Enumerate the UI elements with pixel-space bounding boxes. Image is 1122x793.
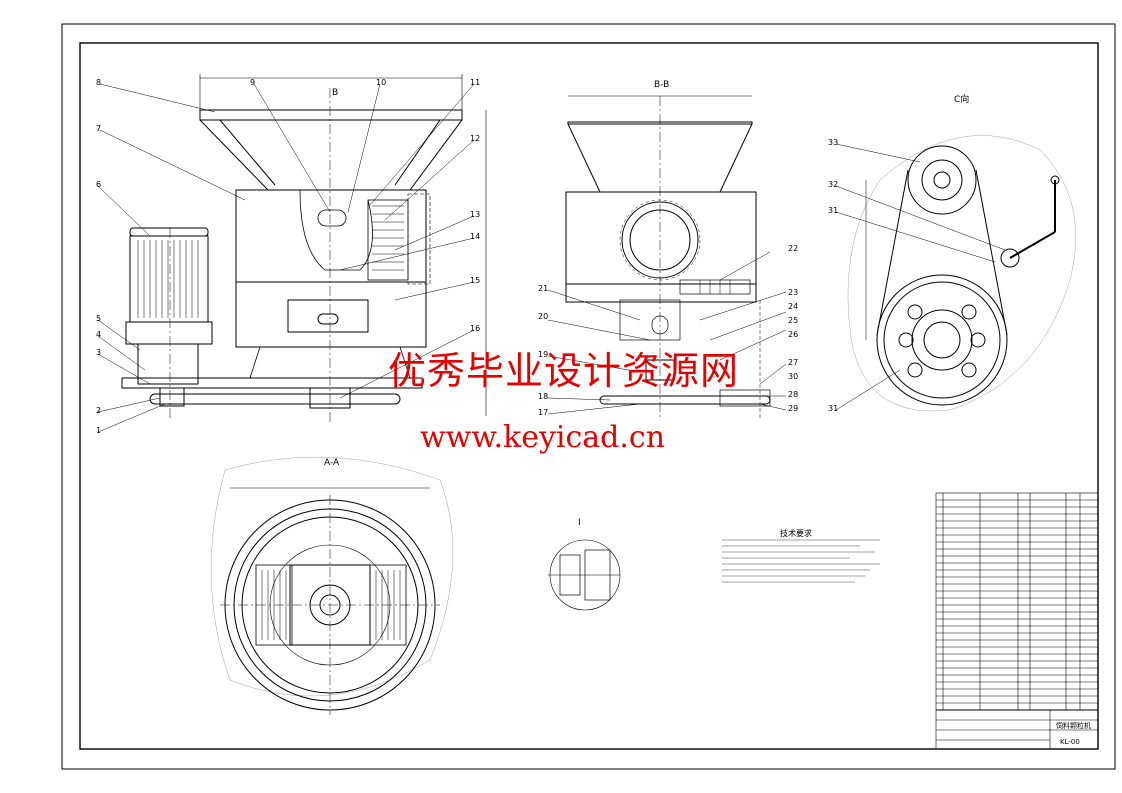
part-label-31b: 31 — [828, 404, 839, 413]
section-label-i: I — [578, 518, 581, 528]
part-label-7: 7 — [96, 124, 102, 133]
part-label-6: 6 — [96, 180, 102, 189]
part-label-3: 3 — [96, 348, 102, 357]
inner-border — [79, 42, 1099, 750]
part-label-32: 32 — [828, 180, 839, 189]
part-label-20: 20 — [538, 312, 549, 321]
part-label-26: 26 — [788, 330, 799, 339]
part-label-9: 9 — [250, 78, 256, 87]
part-label-11: 11 — [470, 78, 481, 87]
part-label-33: 33 — [828, 138, 839, 147]
part-label-21: 21 — [538, 284, 549, 293]
part-label-31a: 31 — [828, 206, 839, 215]
tech-requirements-lines — [722, 539, 880, 583]
part-label-8: 8 — [96, 78, 102, 87]
section-label-aa: A-A — [324, 458, 340, 468]
part-label-24: 24 — [788, 302, 799, 311]
part-label-4: 4 — [96, 330, 102, 339]
part-label-12: 12 — [470, 134, 481, 143]
part-label-19: 19 — [538, 350, 549, 359]
section-label-c: C向 — [954, 95, 970, 105]
part-label-15: 15 — [470, 276, 481, 285]
section-bb — [547, 95, 787, 420]
part-label-25: 25 — [788, 316, 799, 325]
detail-i — [548, 539, 621, 611]
part-label-2: 2 — [96, 406, 102, 415]
main-view — [97, 74, 487, 433]
outer-border — [61, 23, 1116, 770]
tech-requirements-title: 技术要求 — [780, 529, 812, 538]
part-label-13: 13 — [470, 210, 481, 219]
section-label-bb: B-B — [654, 80, 670, 90]
watermark-text: 优秀毕业设计资源网 — [388, 349, 740, 393]
watermark-url: www.keyicad.cn — [420, 420, 666, 455]
title-block-number: KL-00 — [1060, 738, 1080, 746]
part-label-27: 27 — [788, 358, 799, 367]
part-label-14: 14 — [470, 232, 481, 241]
part-label-18: 18 — [538, 392, 549, 401]
part-label-29: 29 — [788, 404, 799, 413]
part-label-1: 1 — [96, 426, 102, 435]
part-label-22: 22 — [788, 244, 799, 253]
part-label-5: 5 — [96, 314, 102, 323]
parts-list — [935, 492, 1099, 750]
view-c — [835, 135, 1076, 412]
title-block-name: 饲料颗粒机 — [1056, 722, 1091, 730]
part-label-23: 23 — [788, 288, 799, 297]
main-view-ref-b: B — [332, 88, 339, 98]
part-label-17: 17 — [538, 408, 549, 417]
part-label-10: 10 — [376, 78, 387, 87]
section-aa — [210, 457, 454, 715]
part-label-30: 30 — [788, 372, 799, 381]
part-label-28: 28 — [788, 390, 799, 399]
part-label-16: 16 — [470, 324, 481, 333]
